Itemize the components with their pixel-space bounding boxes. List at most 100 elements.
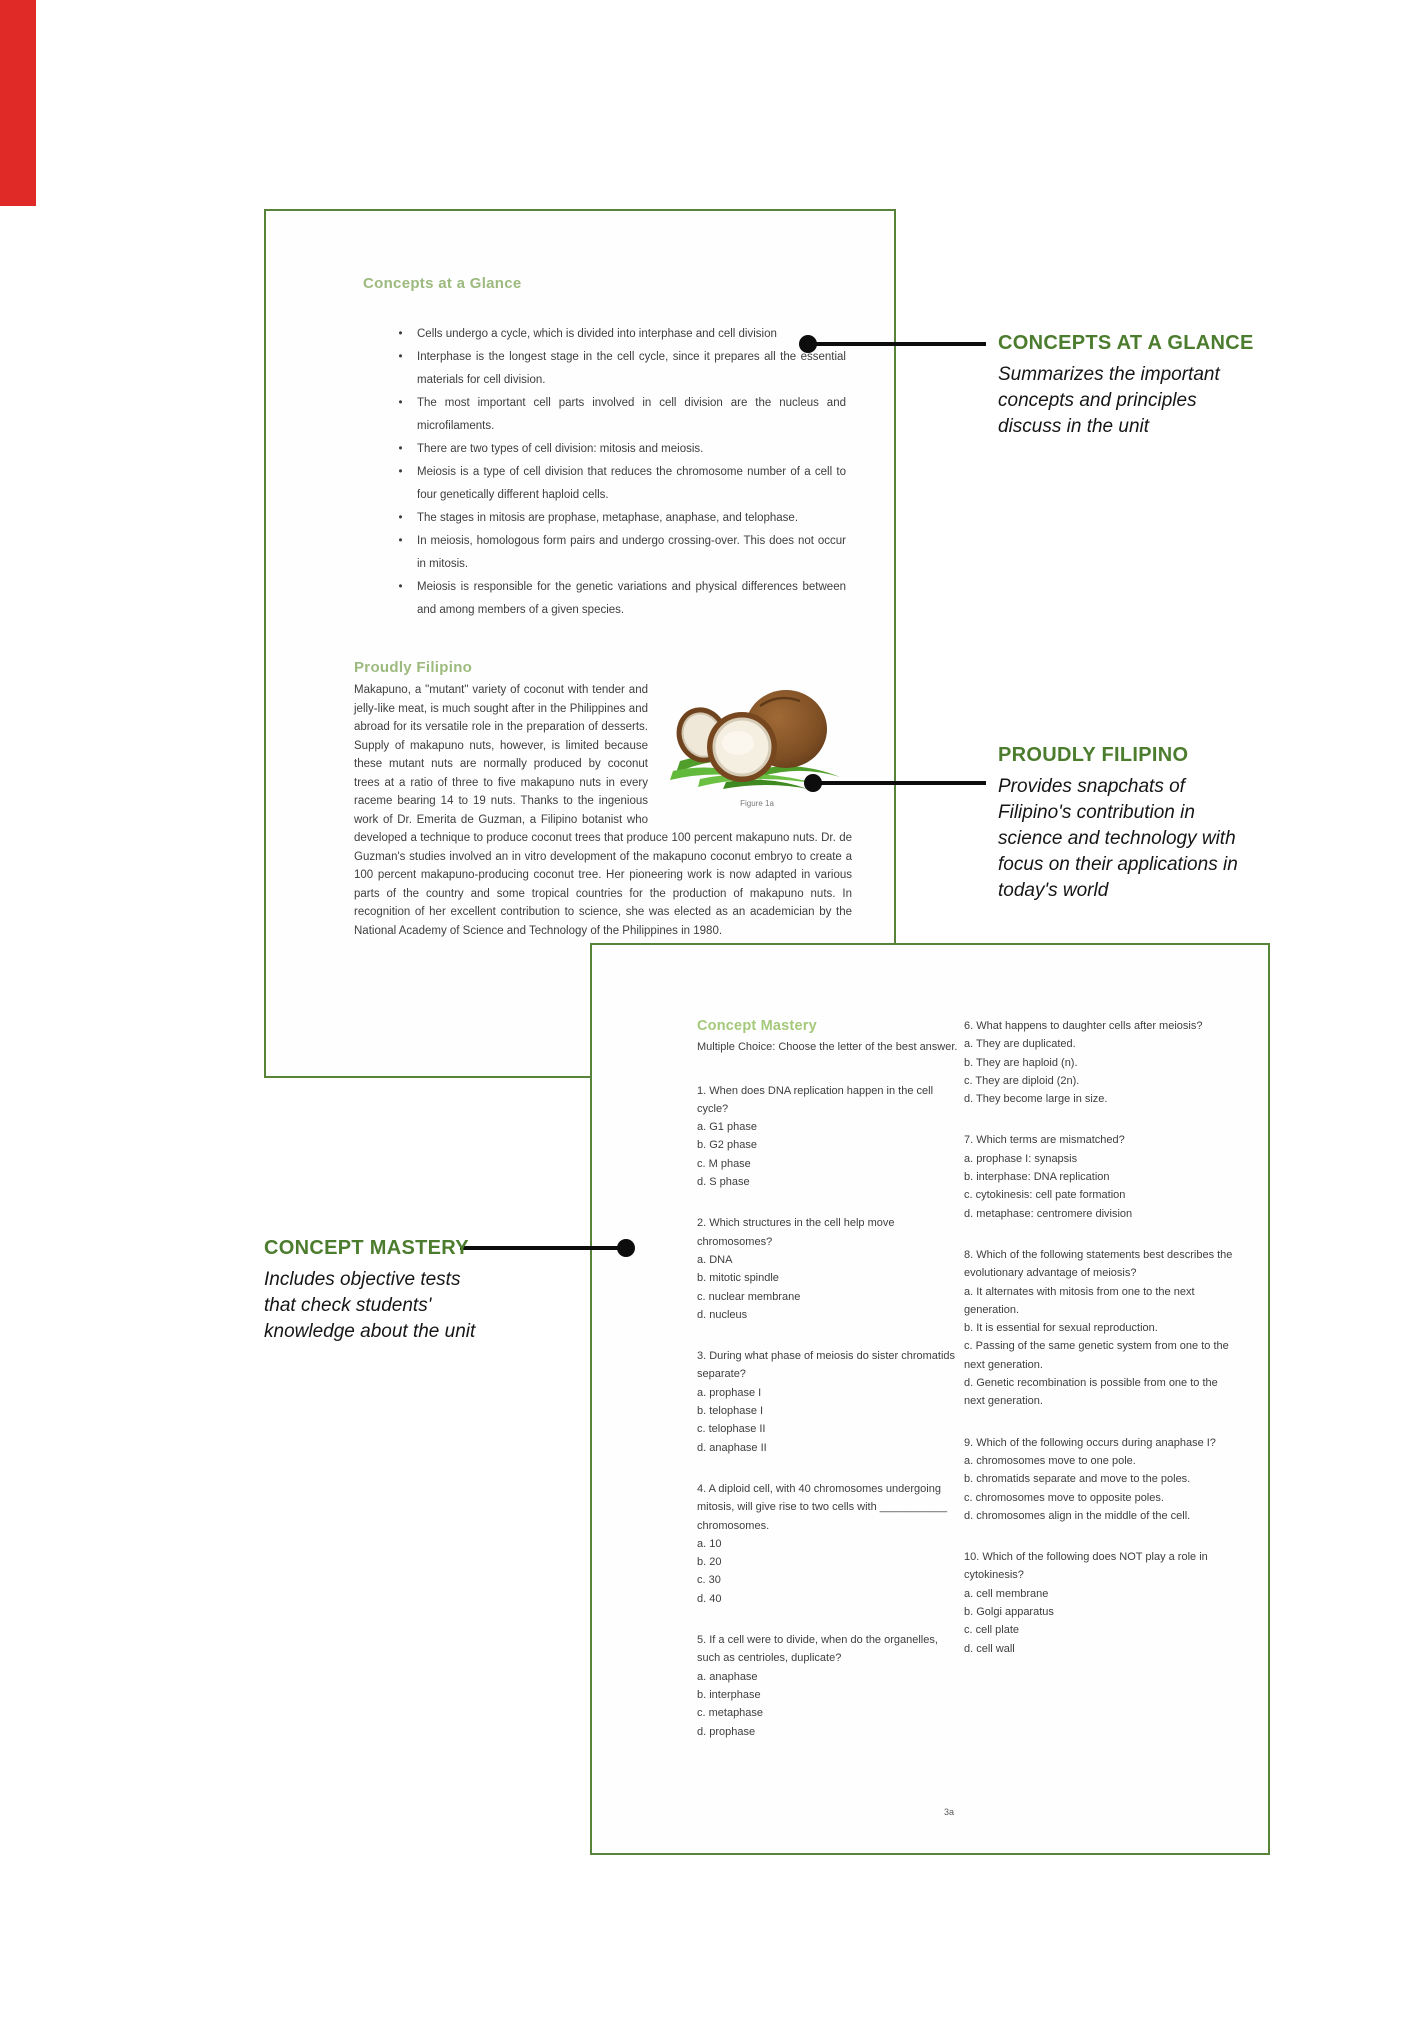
bullet-text: The most important cell parts involved i… [417, 397, 846, 432]
callout-connector-line-proudly [813, 781, 986, 785]
page2-right-column: 6. What happens to daughter cells after … [964, 1017, 1236, 1681]
question-text: 6. What happens to daughter cells after … [964, 1020, 1203, 1032]
answer-option: c. metaphase [697, 1707, 764, 1720]
question-block: 4. A diploid cell, with 40 chromosomes u… [697, 1480, 960, 1608]
question-text: 2. Which structures in the cell help mov… [697, 1217, 895, 1248]
callout-description-line: Filipino's contribution in [998, 802, 1195, 823]
callout-description-line: Includes objective tests [264, 1269, 461, 1290]
answer-option: d. chromosomes align in the middle of th… [964, 1509, 1191, 1522]
answer-option: c. cell plate [964, 1624, 1020, 1637]
answer-option: b. telophase I [697, 1405, 764, 1418]
question-block: 2. Which structures in the cell help mov… [697, 1214, 960, 1324]
callout-connector-line-concepts [808, 342, 986, 346]
question-block: 5. If a cell were to divide, when do the… [697, 1631, 960, 1741]
question-block: 3. During what phase of meiosis do siste… [697, 1347, 960, 1457]
red-accent-bar [0, 0, 36, 206]
callout-dot-icon [804, 774, 822, 792]
page-1: Concepts at a Glance • Cells undergo a c… [264, 209, 896, 1078]
figure-caption: Figure 1a [740, 799, 774, 808]
answer-option: b. It is essential for sexual reproducti… [964, 1322, 1158, 1335]
callout-description-line: discuss in the unit [998, 416, 1150, 437]
callout-description-line: today's world [998, 880, 1109, 901]
answer-option: a. prophase I: synapsis [964, 1152, 1078, 1165]
callout-proudly-filipino: PROUDLY FILIPINO Provides snapchats of Fi… [998, 744, 1318, 904]
bullet-text: Meiosis is a type of cell division that … [417, 466, 846, 501]
bullet-item: • There are two types of cell division: … [384, 438, 846, 461]
bullet-text: Cells undergo a cycle, which is divided … [417, 328, 777, 340]
bullet-item: • Meiosis is a type of cell division tha… [384, 461, 846, 507]
answer-option: b. Golgi apparatus [964, 1606, 1054, 1619]
questions-left-list: 1. When does DNA replication happen in t… [697, 1082, 960, 1741]
callout-description-line: science and technology with [998, 828, 1236, 849]
question-block: 8. Which of the following statements bes… [964, 1246, 1236, 1411]
callout-title: PROUDLY FILIPINO [998, 744, 1189, 766]
answer-option: d. S phase [697, 1176, 750, 1189]
answer-option: c. They are diploid (2n). [964, 1074, 1080, 1087]
callout-description-line: that check students' [264, 1295, 432, 1316]
question-block: 9. Which of the following occurs during … [964, 1434, 1236, 1525]
answer-option: b. G2 phase [697, 1139, 757, 1152]
answer-option: a. anaphase [697, 1670, 758, 1683]
concepts-bullet-list: • Cells undergo a cycle, which is divide… [384, 323, 846, 622]
answer-option: d. They become large in size. [964, 1093, 1108, 1106]
question-block: 6. What happens to daughter cells after … [964, 1017, 1236, 1108]
answer-option: d. cell wall [964, 1642, 1015, 1655]
answer-option: a. cell membrane [964, 1587, 1049, 1600]
proudly-filipino-paragraph: Makapuno, a "mutant" variety of coconut … [354, 684, 852, 937]
question-text: 9. Which of the following occurs during … [964, 1436, 1216, 1449]
concept-mastery-heading: Concept Mastery [697, 1018, 817, 1034]
bullet-item: • In meiosis, homologous form pairs and … [384, 530, 846, 576]
answer-option: b. mitotic spindle [697, 1272, 779, 1285]
answer-option: c. Passing of the same genetic system fr… [964, 1340, 1229, 1371]
bullet-item: • Cells undergo a cycle, which is divide… [384, 323, 846, 346]
callout-description-line: knowledge about the unit [264, 1321, 476, 1342]
question-options: a. chromosomes move to one pole.b. chrom… [964, 1452, 1236, 1525]
answer-option: a. They are duplicated. [964, 1038, 1076, 1051]
answer-option: d. prophase [697, 1725, 756, 1738]
bullet-icon: • [398, 443, 403, 455]
callout-dot-icon [617, 1239, 635, 1257]
bullet-item: • Meiosis is responsible for the genetic… [384, 576, 846, 622]
answer-option: c. 30 [697, 1574, 721, 1587]
callout-concept-mastery: CONCEPT MASTERY Includes objective tests… [264, 1237, 564, 1345]
bullet-icon: • [398, 351, 403, 363]
answer-option: b. interphase: DNA replication [964, 1171, 1110, 1184]
callout-dot-icon [799, 335, 817, 353]
question-text: 10. Which of the following does NOT play… [964, 1551, 1208, 1582]
bullet-text: Interphase is the longest stage in the c… [417, 351, 846, 386]
page-number: 3a [944, 1807, 955, 1817]
proudly-filipino-section: Figure 1a Makapuno, a "mutant" variety o… [354, 681, 852, 940]
answer-option: d. nucleus [697, 1308, 748, 1321]
question-text: 3. During what phase of meiosis do siste… [697, 1350, 956, 1381]
bullet-item: • The most important cell parts involved… [384, 392, 846, 438]
answer-option: a. chromosomes move to one pole. [964, 1454, 1136, 1467]
coconut-image [670, 690, 840, 789]
bullet-text: The stages in mitosis are prophase, meta… [417, 512, 799, 524]
bullet-text: In meiosis, homologous form pairs and un… [417, 535, 846, 570]
callout-description: Includes objective tests that check stude… [264, 1267, 564, 1345]
callout-description-line: Provides snapchats of [998, 776, 1185, 797]
callout-description-line: concepts and principles [998, 390, 1197, 411]
bullet-icon: • [398, 466, 403, 478]
answer-option: b. 20 [697, 1556, 722, 1569]
question-text: 4. A diploid cell, with 40 chromosomes u… [697, 1482, 948, 1532]
question-options: a. It alternates with mitosis from one t… [964, 1283, 1236, 1411]
page2-left-column: Concept Mastery Multiple Choice: Choose … [697, 1017, 960, 1764]
question-block: 7. Which terms are mismatched? a. propha… [964, 1131, 1236, 1222]
question-text: 7. Which terms are mismatched? [964, 1134, 1125, 1147]
answer-option: d. 40 [697, 1592, 722, 1605]
bullet-icon: • [398, 581, 403, 593]
question-text: 5. If a cell were to divide, when do the… [697, 1634, 938, 1665]
question-options: a. cell membrane b. Golgi apparatus c. cel… [964, 1585, 1236, 1658]
bullet-text: There are two types of cell division: mi… [417, 443, 704, 455]
concepts-at-a-glance-heading: Concepts at a Glance [363, 275, 522, 292]
questions-right-list: 6. What happens to daughter cells after … [964, 1017, 1236, 1658]
answer-option: a. 10 [697, 1537, 722, 1550]
callout-description: Provides snapchats of Filipino's contribu… [998, 774, 1318, 904]
bullet-icon: • [398, 328, 403, 340]
answer-option: d. metaphase: centromere division [964, 1207, 1133, 1220]
